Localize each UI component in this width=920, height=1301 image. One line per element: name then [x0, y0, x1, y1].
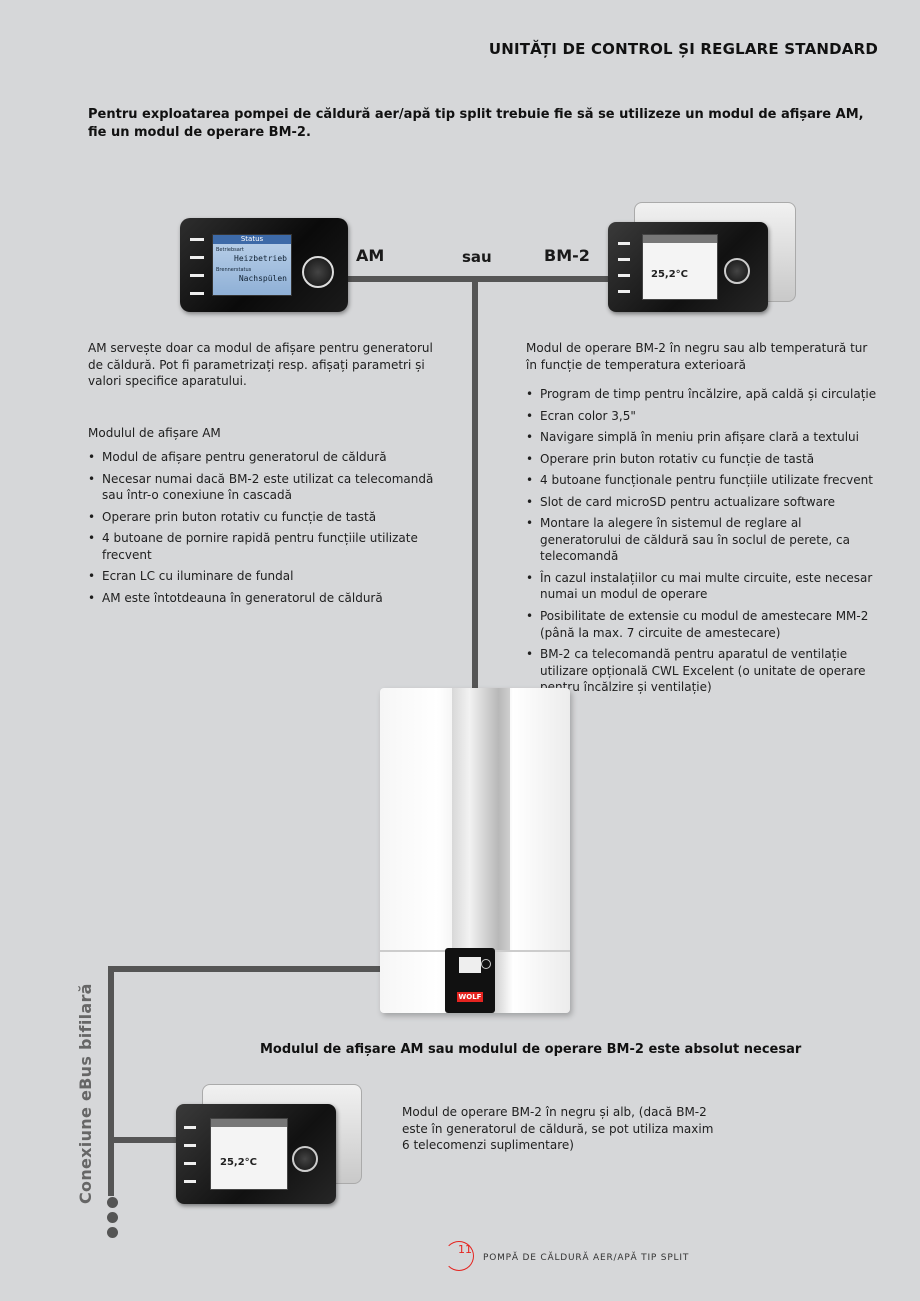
bm2-black-module-image: 25,2°C	[608, 222, 768, 312]
ebus-connection-label: Conexiune eBus bifilară	[76, 983, 95, 1204]
connector-trunk-vertical	[472, 276, 478, 688]
bm2-screen: 25,2°C	[210, 1118, 288, 1190]
list-item: 4 butoane de pornire rapidă pentru funcț…	[88, 530, 440, 563]
list-item: Navigare simplă în meniu prin afișare cl…	[526, 429, 880, 446]
heat-generator-boiler-image: WOLF	[380, 688, 570, 1013]
list-item: Posibilitate de extensie cu modul de ame…	[526, 608, 880, 641]
bm2-screen-temperature: 25,2°C	[220, 1157, 258, 1168]
list-item: În cazul instalațiilor cu mai multe circ…	[526, 570, 880, 603]
connector-am-horizontal	[346, 276, 616, 282]
page-title: UNITĂȚI DE CONTROL ȘI REGLARE STANDARD	[488, 40, 878, 58]
list-item: Ecran color 3,5"	[526, 408, 880, 425]
am-screen-value1: Heizbetrieb	[234, 254, 287, 263]
bm2-black-module-image: 25,2°C	[176, 1104, 336, 1204]
dot-icon	[107, 1197, 118, 1208]
label-am: AM	[356, 246, 385, 265]
dot-icon	[107, 1212, 118, 1223]
bm2-screen: 25,2°C	[642, 234, 718, 300]
am-feature-list: Modul de afișare pentru generatorul de c…	[88, 449, 440, 611]
list-item: Necesar numai dacă BM-2 este utilizat ca…	[88, 471, 440, 504]
page-number: 11	[458, 1243, 472, 1256]
list-item: Slot de card microSD pentru actualizare …	[526, 494, 880, 511]
required-note: Modulul de afișare AM sau modulul de ope…	[260, 1042, 802, 1057]
list-item: 4 butoane funcționale pentru funcțiile u…	[526, 472, 880, 489]
list-item: Montare la alegere în sistemul de reglar…	[526, 515, 880, 565]
list-item: AM este întotdeauna în generatorul de că…	[88, 590, 440, 607]
connector-ebus-vertical	[108, 966, 114, 1196]
list-item: Modul de afișare pentru generatorul de c…	[88, 449, 440, 466]
am-screen-line2: Brennerstatus	[216, 267, 252, 273]
connector-bottom-device	[108, 1137, 182, 1143]
bm2-description: Modul de operare BM-2 în negru sau alb t…	[526, 341, 868, 372]
list-item: Ecran LC cu iluminare de fundal	[88, 568, 440, 585]
am-description: AM servește doar ca modul de afișare pen…	[88, 341, 433, 389]
rotary-knob-icon	[302, 256, 334, 288]
label-bm2: BM-2	[544, 246, 590, 265]
bm2-bottom-description: Modul de operare BM-2 în negru și alb, (…	[402, 1105, 714, 1153]
boiler-control-panel: WOLF	[445, 948, 495, 1013]
list-item: Program de timp pentru încălzire, apă ca…	[526, 386, 880, 403]
am-screen: Status Betriebsart Heizbetrieb Brennerst…	[212, 234, 292, 296]
bm2-screen-temperature: 25,2°C	[651, 269, 689, 280]
bm2-feature-list: Program de timp pentru încălzire, apă ca…	[526, 386, 880, 701]
rotary-knob-icon	[292, 1146, 318, 1172]
connector-ebus-horizontal	[108, 966, 384, 972]
dot-icon	[107, 1227, 118, 1238]
am-screen-title: Status	[240, 235, 264, 243]
wolf-logo: WOLF	[457, 992, 483, 1002]
intro-text: Pentru exploatarea pompei de căldură aer…	[88, 107, 864, 141]
list-item: Operare prin buton rotativ cu funcție de…	[526, 451, 880, 468]
label-sau: sau	[462, 248, 492, 266]
footer-title: POMPĂ DE CĂLDURĂ AER/APĂ TIP SPLIT	[483, 1253, 690, 1263]
list-item: Operare prin buton rotativ cu funcție de…	[88, 509, 440, 526]
am-display-module-image: Status Betriebsart Heizbetrieb Brennerst…	[180, 218, 348, 312]
page-number-circle-icon	[444, 1241, 474, 1271]
am-list-title: Modulul de afișare AM	[88, 426, 221, 440]
am-screen-line1: Betriebsart	[216, 247, 244, 253]
rotary-knob-icon	[724, 258, 750, 284]
am-screen-value2: Nachspülen	[238, 274, 287, 283]
list-item: BM-2 ca telecomandă pentru aparatul de v…	[526, 646, 880, 696]
